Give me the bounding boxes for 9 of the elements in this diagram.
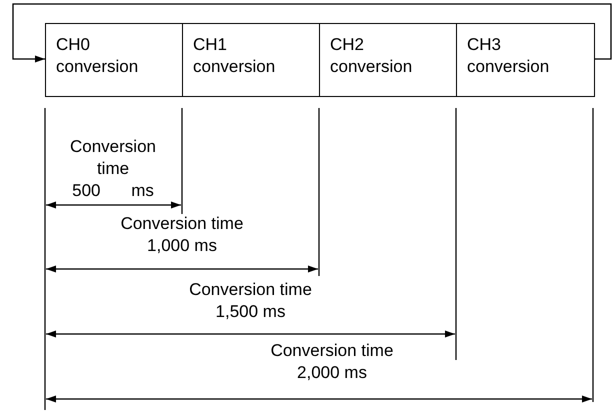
conversion-time-label: Conversion time 1,500 ms: [188, 279, 313, 323]
loop-arrow: [12, 3, 612, 62]
conversion-time-label: Conversion time 1,000 ms: [120, 213, 244, 257]
conversion-cell: CH2 conversion: [319, 23, 458, 97]
conversion-time-label: Conversion time 2,000 ms: [270, 340, 394, 384]
conversion-cell: CH3 conversion: [456, 23, 594, 97]
conversion-cell: CH1 conversion: [182, 23, 320, 97]
conversion-time-label: Conversion time 500 ms: [69, 136, 157, 202]
conversion-cell: CH0 conversion: [45, 23, 184, 97]
